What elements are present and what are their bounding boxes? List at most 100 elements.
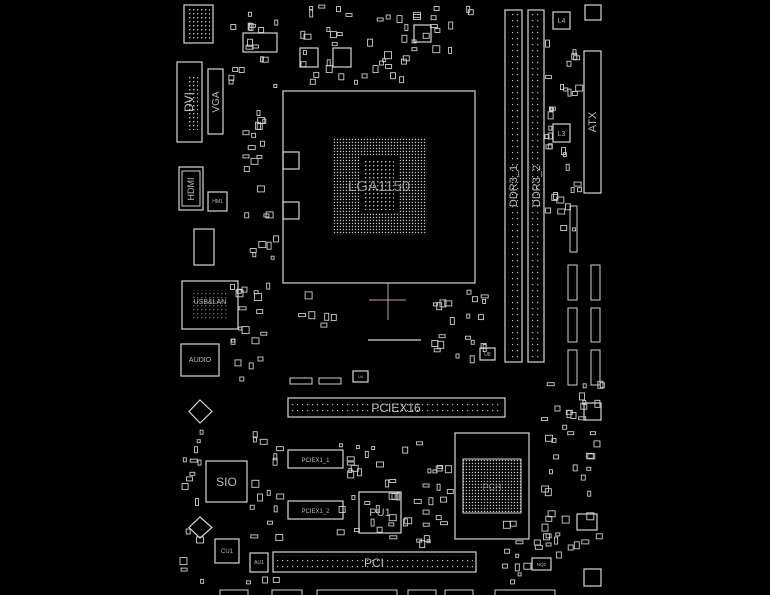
vga-label: VGA (211, 91, 222, 112)
inductor-l3[interactable]: L3 (552, 123, 571, 143)
pciex1-1-slot[interactable]: PCIEX1_1 (287, 449, 344, 469)
smd-pad (303, 33, 312, 40)
smd-pad (438, 334, 446, 339)
smd-pad (338, 73, 345, 81)
smd-pad (553, 454, 560, 460)
smd-pad (243, 166, 250, 173)
diamond-mount (188, 399, 213, 539)
smd-pad (266, 489, 271, 496)
smd-pad (251, 132, 257, 138)
smd-pad (241, 326, 250, 335)
smd-pad (547, 510, 556, 518)
smd-pad (361, 73, 368, 79)
smd-pad (326, 59, 331, 67)
audio-connector[interactable]: AUDIO (180, 343, 220, 377)
smd-pad (189, 458, 198, 463)
u8-chip[interactable]: U8 (479, 347, 496, 361)
smd-pad (324, 312, 330, 321)
hdmi-connector[interactable]: HDMI (178, 166, 204, 211)
pch-chip[interactable]: PCH (454, 432, 530, 540)
smd-pad (440, 521, 448, 526)
smd-pads (179, 4, 605, 585)
vrm-inductor[interactable] (282, 151, 300, 170)
smd-pad (549, 469, 553, 475)
smd-pad (582, 383, 587, 389)
hm1-chip[interactable]: HM1 (207, 191, 228, 212)
smd-pad (402, 446, 409, 454)
hdmi-label: HDMI (186, 178, 196, 201)
smd-pad (199, 429, 204, 435)
vga-connector[interactable]: VGA (207, 68, 224, 135)
pu1-chip[interactable]: PU1 (358, 491, 402, 534)
cpu-socket[interactable]: LGA1150 (282, 90, 476, 284)
smd-pad (570, 187, 575, 194)
au1-chip[interactable]: AU1 (249, 552, 269, 573)
smd-pad (416, 441, 423, 446)
smd-pad (436, 302, 443, 311)
smd-pad (239, 376, 245, 382)
smd-pad (411, 47, 418, 52)
smd-pad (309, 78, 316, 85)
smd-pad (396, 15, 403, 24)
smd-pad (573, 541, 580, 550)
nq2-chip[interactable]: NQ2 (531, 557, 552, 571)
dimm-slot-1[interactable]: DDR3_1 (504, 9, 523, 363)
chip[interactable] (576, 513, 598, 531)
u4-chip[interactable]: U4 (352, 370, 369, 383)
smd-pad (466, 5, 471, 13)
right-headers[interactable] (567, 205, 601, 386)
smd-pad (594, 399, 601, 408)
bottom-connectors[interactable] (219, 589, 556, 595)
smd-pad (364, 501, 371, 505)
vrm-mosfet[interactable] (332, 47, 352, 68)
pwm-controller[interactable] (413, 24, 432, 43)
pciex16-slot[interactable]: PCIEX16 (287, 397, 506, 418)
sio-chip[interactable]: SIO (205, 460, 248, 503)
smd-pad (455, 353, 460, 359)
smd-pad (313, 71, 320, 78)
nq2-label: NQ2 (537, 562, 547, 567)
smd-pad (422, 483, 430, 488)
cursor-crosshair (369, 283, 406, 320)
u4-label: U4 (358, 374, 364, 379)
smd-pad (577, 187, 583, 193)
smd-pad (180, 567, 188, 572)
smd-pad (595, 533, 603, 540)
smd-pad (338, 443, 343, 448)
vrm-mosfet[interactable] (299, 47, 319, 68)
smd-pad (514, 563, 520, 572)
header (318, 377, 342, 385)
smd-pad (263, 213, 270, 218)
atx-connector[interactable]: ATX (583, 50, 602, 194)
smd-pad (197, 459, 202, 466)
inductor-l4[interactable]: L4 (552, 11, 571, 30)
smd-pad (260, 140, 265, 147)
smd-pad (466, 313, 471, 319)
smd-pad (256, 122, 263, 130)
smd-pad (423, 535, 430, 543)
dvi-connector[interactable]: DVI (176, 61, 203, 143)
smd-pad (553, 192, 559, 200)
usb-lan-connector[interactable]: USB&LAN (181, 280, 239, 330)
smd-pad (265, 211, 274, 219)
smd-pad (351, 495, 356, 500)
smd-pad (375, 505, 380, 514)
vrm-inductor[interactable] (282, 201, 300, 220)
smd-pad (428, 497, 434, 506)
usb-header[interactable] (193, 228, 215, 266)
fan-header[interactable] (242, 32, 278, 53)
pci-slot[interactable]: PCI (272, 551, 477, 573)
pciex1-2-slot[interactable]: PCIEX1_2 (287, 500, 344, 520)
smd-pad (554, 405, 561, 412)
dimm-slot-2[interactable]: DDR3_2 (527, 9, 545, 363)
smd-pad (546, 382, 555, 387)
smd-pad (571, 91, 578, 96)
pciex1-2-label: PCIEX1_2 (301, 509, 330, 515)
cu1-chip[interactable]: CU1 (214, 538, 240, 564)
au1-label: AU1 (254, 560, 264, 566)
smd-pad (338, 506, 346, 513)
smd-pad (247, 38, 253, 47)
top-left-header[interactable] (183, 4, 214, 44)
smd-pad (262, 576, 269, 584)
